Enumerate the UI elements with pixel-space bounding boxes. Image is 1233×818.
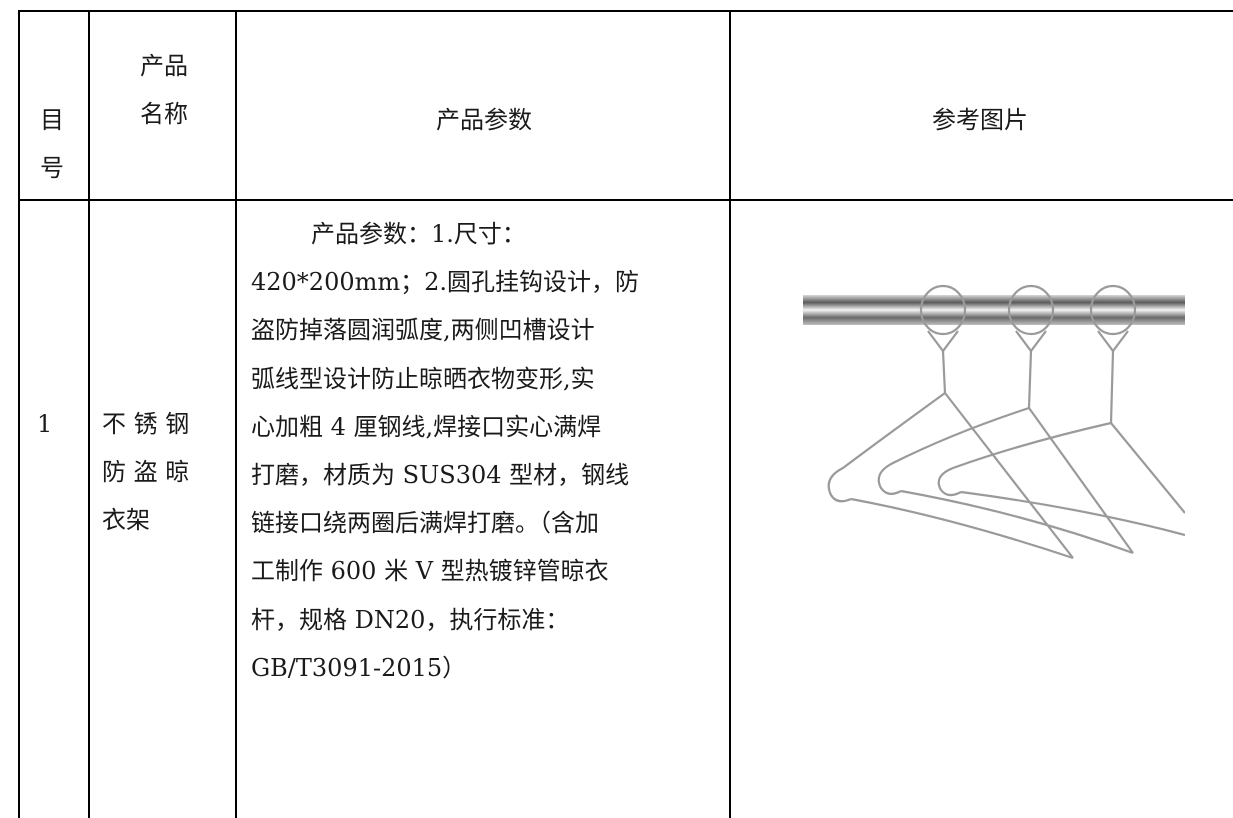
row-name-line-2: 防 盗 晾: [102, 458, 190, 486]
param-line-6: 打磨，材质为 SUS304 型材，钢线: [251, 461, 630, 490]
row-name-line-1: 不 锈 钢: [102, 410, 190, 438]
row-number: 1: [37, 410, 53, 438]
header-product-name: 产品 名称: [92, 42, 236, 138]
header-number-line-1: 目: [40, 106, 64, 134]
param-line-5: 心加粗 4 厘钢线,焊接口实心满焊: [251, 412, 602, 441]
header-bottom-border: [18, 199, 1233, 201]
header-name-line-2: 名称: [140, 100, 188, 128]
param-line-2: 420*200mm；2.圆孔挂钩设计，防: [251, 268, 640, 297]
col-divider-3: [729, 10, 731, 818]
header-product-params: 产品参数: [436, 106, 532, 134]
param-line-3: 盗防掉落圆润弧度,两侧凹槽设计: [251, 316, 595, 345]
row-name-line-3: 衣架: [102, 506, 150, 534]
col-divider-2: [235, 10, 237, 818]
param-line-8: 工制作 600 米 V 型热镀锌管晾衣: [251, 557, 609, 586]
table-left-border: [18, 10, 20, 818]
param-line-10: GB/T3091-2015）: [251, 653, 467, 682]
col-divider-1: [88, 10, 90, 818]
param-line-9: 杆，规格 DN20，执行标准：: [251, 605, 570, 634]
param-line-4: 弧线型设计防止晾晒衣物变形,实: [251, 364, 595, 393]
param-line-7: 链接口绕两圈后满焊打磨。（含加: [251, 509, 599, 538]
header-number: 目 号: [37, 96, 67, 192]
header-number-line-2: 号: [40, 154, 64, 182]
row-product-name: 不 锈 钢 防 盗 晾 衣架: [102, 400, 232, 544]
table-top-border: [18, 10, 1233, 12]
header-name-line-1: 产品: [140, 52, 188, 80]
header-reference-picture: 参考图片: [932, 106, 1028, 134]
hanger-photo: [803, 273, 1185, 574]
param-line-1: 产品参数：1.尺寸：: [311, 220, 526, 248]
row-product-params: 产品参数：1.尺寸： 420*200mm；2.圆孔挂钩设计，防 盗防掉落圆润弧度…: [251, 210, 721, 692]
